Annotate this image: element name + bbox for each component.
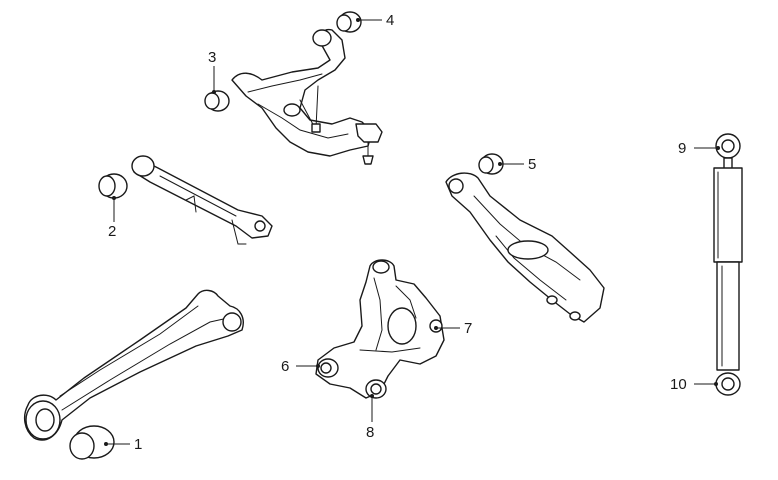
callout-8: 8 [366, 424, 374, 441]
steering-knuckle [315, 259, 445, 399]
leader-lines [104, 18, 720, 446]
callout-10: 10 [670, 376, 687, 393]
callout-6: 6 [281, 358, 289, 375]
upper-control-arm [204, 11, 383, 165]
callout-1: 1 [134, 436, 142, 453]
lateral-link [98, 155, 273, 245]
lower-control-arm [445, 153, 605, 323]
trailing-arm [23, 289, 244, 460]
callout-4: 4 [386, 12, 394, 29]
callout-5: 5 [528, 156, 536, 173]
callout-7: 7 [464, 320, 472, 337]
callout-2: 2 [108, 223, 116, 240]
shock-absorber [713, 133, 743, 396]
callout-3: 3 [208, 49, 216, 66]
callout-9: 9 [678, 140, 686, 157]
